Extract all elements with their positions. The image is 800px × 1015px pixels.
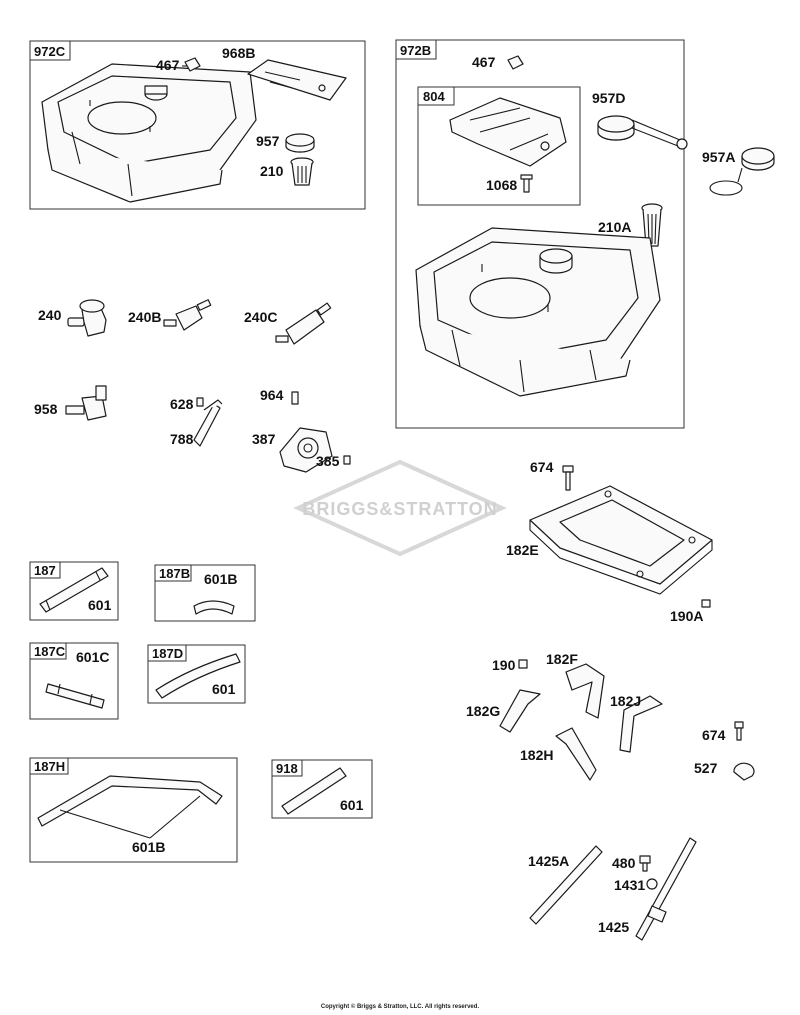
fuel-tank-972C-drawing bbox=[41, 63, 257, 203]
group-label-187B: 187B bbox=[159, 566, 190, 581]
cap-957A-drawing bbox=[709, 147, 775, 196]
label-210A: 210A bbox=[598, 219, 631, 235]
label-957D: 957D bbox=[592, 90, 625, 106]
bracket-182J-drawing bbox=[619, 695, 663, 753]
label-957A: 957A bbox=[702, 149, 735, 165]
elbow-240-drawing bbox=[67, 299, 107, 337]
label-601C: 601C bbox=[76, 649, 109, 665]
group-label-187: 187 bbox=[34, 563, 56, 578]
group-label-804: 804 bbox=[423, 89, 445, 104]
label-527: 527 bbox=[694, 760, 718, 776]
label-674-b: 674 bbox=[702, 727, 726, 743]
clip-467-b-drawing bbox=[507, 55, 524, 70]
group-187: 187 601 bbox=[29, 561, 119, 621]
label-467-a: 467 bbox=[156, 57, 180, 73]
label-182F: 182F bbox=[546, 651, 578, 667]
label-480: 480 bbox=[612, 855, 636, 871]
label-968B: 968B bbox=[222, 45, 255, 61]
label-182J: 182J bbox=[610, 693, 641, 709]
label-601B-187H: 601B bbox=[132, 839, 165, 855]
washer-1431-drawing bbox=[646, 878, 658, 890]
label-182H: 182H bbox=[520, 747, 553, 763]
group-label-187D: 187D bbox=[152, 646, 183, 661]
watermark-text: BRIGGS&STRATTON bbox=[302, 499, 497, 519]
fuel-tank-972B-drawing bbox=[415, 227, 661, 397]
group-187C: 187C 601C bbox=[29, 642, 119, 720]
brand-watermark: BRIGGS&STRATTON bbox=[293, 459, 507, 557]
pump-387-drawing bbox=[279, 391, 333, 473]
group-804: 804 1068 bbox=[417, 86, 581, 206]
group-918: 918 601 bbox=[271, 759, 373, 819]
clamp-527-drawing bbox=[733, 762, 755, 781]
copyright-notice: Copyright © Briggs & Stratton, LLC. All … bbox=[320, 1004, 480, 1010]
cap-957D-drawing bbox=[597, 115, 688, 150]
screw-190A-drawing bbox=[701, 599, 711, 608]
group-972B: 972B 467 804 1068 bbox=[395, 39, 688, 429]
label-210: 210 bbox=[260, 163, 284, 179]
group-187H: 187H 601B bbox=[29, 757, 238, 863]
cap-957-drawing bbox=[285, 133, 315, 153]
group-label-918: 918 bbox=[276, 761, 298, 776]
bracket-182H-drawing bbox=[555, 727, 597, 781]
group-label-187C: 187C bbox=[34, 644, 66, 659]
filter-240B-drawing bbox=[163, 299, 212, 331]
rod-1425-drawing bbox=[635, 837, 697, 941]
label-1425: 1425 bbox=[598, 919, 629, 935]
group-label-972B: 972B bbox=[400, 43, 431, 58]
label-601-187: 601 bbox=[88, 597, 112, 613]
strainer-210-drawing bbox=[290, 157, 314, 186]
cover-968B-drawing bbox=[247, 59, 347, 101]
label-964: 964 bbox=[260, 387, 284, 403]
bracket-182F-drawing bbox=[565, 663, 605, 719]
bracket-182E-drawing bbox=[529, 485, 713, 595]
label-1431: 1431 bbox=[614, 877, 645, 893]
label-190A: 190A bbox=[670, 608, 703, 624]
group-187D: 187D 601 bbox=[147, 644, 246, 704]
screw-190-drawing bbox=[518, 659, 528, 669]
label-190: 190 bbox=[492, 657, 516, 673]
group-label-187H: 187H bbox=[34, 759, 65, 774]
label-387: 387 bbox=[252, 431, 276, 447]
clip-467-drawing bbox=[184, 57, 201, 72]
label-240: 240 bbox=[38, 307, 62, 323]
label-240C: 240C bbox=[244, 309, 277, 325]
label-385: 385 bbox=[316, 453, 340, 469]
label-182E: 182E bbox=[506, 542, 539, 558]
strainer-210A-drawing bbox=[641, 203, 663, 247]
label-601-187D: 601 bbox=[212, 681, 236, 697]
label-1425A: 1425A bbox=[528, 853, 569, 869]
bolt-480-drawing bbox=[639, 855, 651, 872]
label-674-a: 674 bbox=[530, 459, 554, 475]
bracket-788-drawing bbox=[193, 399, 223, 447]
label-957: 957 bbox=[256, 133, 280, 149]
label-788: 788 bbox=[170, 431, 194, 447]
screw-674-a-drawing bbox=[562, 465, 574, 491]
rod-1425A-drawing bbox=[529, 845, 603, 925]
label-958: 958 bbox=[34, 401, 58, 417]
label-467-b: 467 bbox=[472, 54, 496, 70]
group-label-972C: 972C bbox=[34, 44, 66, 59]
screw-628-drawing bbox=[196, 397, 204, 407]
screw-1068-drawing bbox=[520, 174, 533, 193]
label-601-918: 601 bbox=[340, 797, 364, 813]
label-182G: 182G bbox=[466, 703, 500, 719]
bracket-182G-drawing bbox=[499, 689, 541, 733]
label-628: 628 bbox=[170, 396, 194, 412]
filter-240C-drawing bbox=[275, 302, 332, 345]
label-601B-187B: 601B bbox=[204, 571, 237, 587]
group-972C: 972C 467 968B 957 bbox=[29, 40, 366, 210]
screw-674-b-drawing bbox=[734, 721, 744, 741]
screw-385-drawing bbox=[343, 455, 351, 465]
shroud-804-drawing bbox=[449, 97, 567, 167]
group-187B: 187B 601B bbox=[154, 564, 256, 622]
label-240B: 240B bbox=[128, 309, 161, 325]
valve-958-drawing bbox=[65, 385, 107, 421]
label-1068: 1068 bbox=[486, 177, 517, 193]
